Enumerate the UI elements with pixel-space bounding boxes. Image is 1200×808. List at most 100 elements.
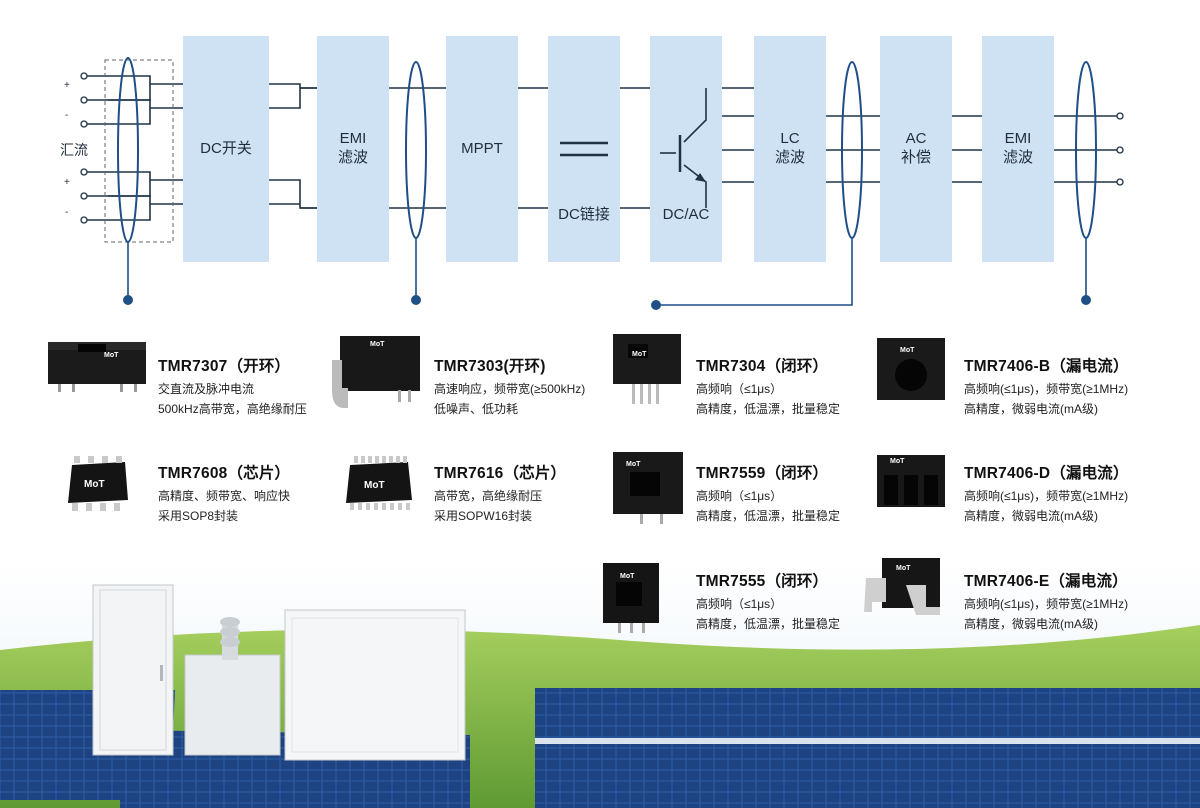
block-ac <box>880 36 952 262</box>
product-feature: 高频响(≤1μs)，频带宽(≥1MHz) <box>964 597 1129 611</box>
product-name: TMR7406-E（漏电流） <box>964 573 1128 590</box>
product-feature: 高频响（≤1μs） <box>696 382 783 396</box>
brand-mark: MoT <box>632 351 647 358</box>
brand-mark: MoT <box>900 347 915 354</box>
product-feature: 高精度，低温漂，批量稳定 <box>696 509 841 523</box>
product-feature: 高精度、频带宽、响应快 <box>158 489 291 503</box>
block-emi-2 <box>982 36 1054 262</box>
block-dc-link <box>548 36 620 262</box>
input-terminal <box>80 216 88 224</box>
sensor-closed-loop-square-image: MoT <box>603 563 659 633</box>
block-label-dc-link: DC链接 <box>558 206 610 223</box>
product-name: TMR7555（闭环） <box>696 573 829 590</box>
product-feature: 高频响(≤1μs)，频带宽(≥1MHz) <box>964 382 1129 396</box>
current-sensor-loop <box>117 57 139 243</box>
brand-mark: MoT <box>620 573 635 580</box>
block-label-dc-switch: DC开关 <box>200 140 252 157</box>
inverter-cabinet <box>92 584 174 756</box>
product-name: TMR7304（闭环） <box>696 358 829 375</box>
solar-panels-right <box>535 688 1200 808</box>
product-feature: 高精度，微弱电流(mA级) <box>964 402 1098 416</box>
product-feature: 高频响（≤1μs） <box>696 597 783 611</box>
solar-landscape <box>0 560 1200 808</box>
polarity-4: - <box>65 207 69 218</box>
output-terminal <box>1116 112 1124 120</box>
sensor-node <box>123 295 133 305</box>
product-name: TMR7406-B（漏电流） <box>964 358 1129 375</box>
input-terminal <box>80 192 88 200</box>
combiner-bus <box>108 108 151 125</box>
block-label-emi-1: EMI 滤波 <box>337 130 368 166</box>
combiner-bus <box>108 195 183 205</box>
product-images: MoT MoT MoT MoT MoT MoT MoT MoT MoT MoT <box>48 334 945 633</box>
product-feature: 高精度，微弱电流(mA级) <box>964 509 1098 523</box>
block-label-dc-ac: DC/AC <box>662 206 710 223</box>
product-feature: 低噪声、低功耗 <box>434 402 519 416</box>
product-feature: 交直流及脉冲电流 <box>158 382 255 396</box>
block-emi-1 <box>317 36 389 262</box>
sensor-ring-image: MoT <box>877 338 945 400</box>
block-label-mppt: MPPT <box>461 140 503 157</box>
sensor-busbar-image: MoT <box>864 558 940 615</box>
brand-mark: MoT <box>104 352 119 359</box>
brand-mark: MoT <box>896 565 911 572</box>
combiner-bus <box>108 75 183 85</box>
igbt-collector <box>683 88 707 143</box>
sensor-closed-loop-window-image: MoT <box>613 452 683 524</box>
output-terminal <box>1116 146 1124 154</box>
block-label-emi-2: EMI 滤波 <box>1002 130 1033 166</box>
sensor-node <box>651 300 661 310</box>
product-feature: 高精度，低温漂，批量稳定 <box>696 617 841 631</box>
combiner-bus <box>108 99 183 109</box>
product-feature: 高频响（≤1μs） <box>696 489 783 503</box>
product-feature: 高频响(≤1μs)，频带宽(≥1MHz) <box>964 489 1129 503</box>
product-feature: 高速响应，频带宽(≥500kHz) <box>434 382 586 396</box>
product-name: TMR7559（闭环） <box>696 465 829 482</box>
input-terminal <box>80 96 88 104</box>
polarity-1: + <box>64 80 70 91</box>
input-terminal <box>80 72 88 80</box>
chip-sop8-image: MoT <box>68 456 128 511</box>
transformer <box>184 617 281 756</box>
chip-sopw16-image: MoT <box>346 456 412 510</box>
bus-neg <box>269 179 317 209</box>
block-dc-ac <box>650 36 722 262</box>
combiner-bus <box>108 84 151 101</box>
block-lc <box>754 36 826 262</box>
combiner-box <box>104 59 174 243</box>
product-feature: 采用SOPW16封装 <box>434 509 533 523</box>
block-label-lc: LC 滤波 <box>774 130 805 166</box>
product-name: TMR7303(开环) <box>434 358 546 375</box>
product-name: TMR7608（芯片） <box>158 465 291 482</box>
sensor-leader <box>656 238 853 306</box>
combiner-bus <box>108 180 151 197</box>
combiner-bus <box>108 171 183 181</box>
product-feature: 高精度，低温漂，批量稳定 <box>696 402 841 416</box>
input-terminal <box>80 120 88 128</box>
brand-mark: MoT <box>84 479 105 490</box>
sensor-open-loop-image: MoT <box>48 342 146 392</box>
combiner-bus <box>108 204 151 221</box>
product-name: TMR7307（开环） <box>158 358 291 375</box>
product-feature: 高带宽，高绝缘耐压 <box>434 489 543 503</box>
diagram-overlay <box>80 57 1124 310</box>
sensor-multi-hole-image: MoT <box>877 455 945 507</box>
product-feature: 采用SOP8封装 <box>158 509 239 523</box>
block-label-ac: AC 补偿 <box>900 130 931 166</box>
product-feature: 500kHz高带宽，高绝缘耐压 <box>158 402 307 416</box>
brand-mark: MoT <box>370 341 385 348</box>
block-mppt <box>446 36 518 262</box>
block-dc-switch <box>183 36 269 262</box>
sensor-node <box>1081 295 1091 305</box>
igbt-arrow <box>695 173 706 182</box>
product-name: TMR7616（芯片） <box>434 465 567 482</box>
brand-mark: MoT <box>626 461 641 468</box>
brand-mark: MoT <box>364 480 385 491</box>
polarity-3: + <box>64 177 70 188</box>
combiner-label: 汇流 <box>60 142 88 158</box>
sensor-closed-loop-pins-image: MoT <box>613 334 681 404</box>
output-terminal <box>1116 178 1124 186</box>
diagram-blocks <box>183 36 1054 262</box>
polarity-2: - <box>65 110 69 121</box>
